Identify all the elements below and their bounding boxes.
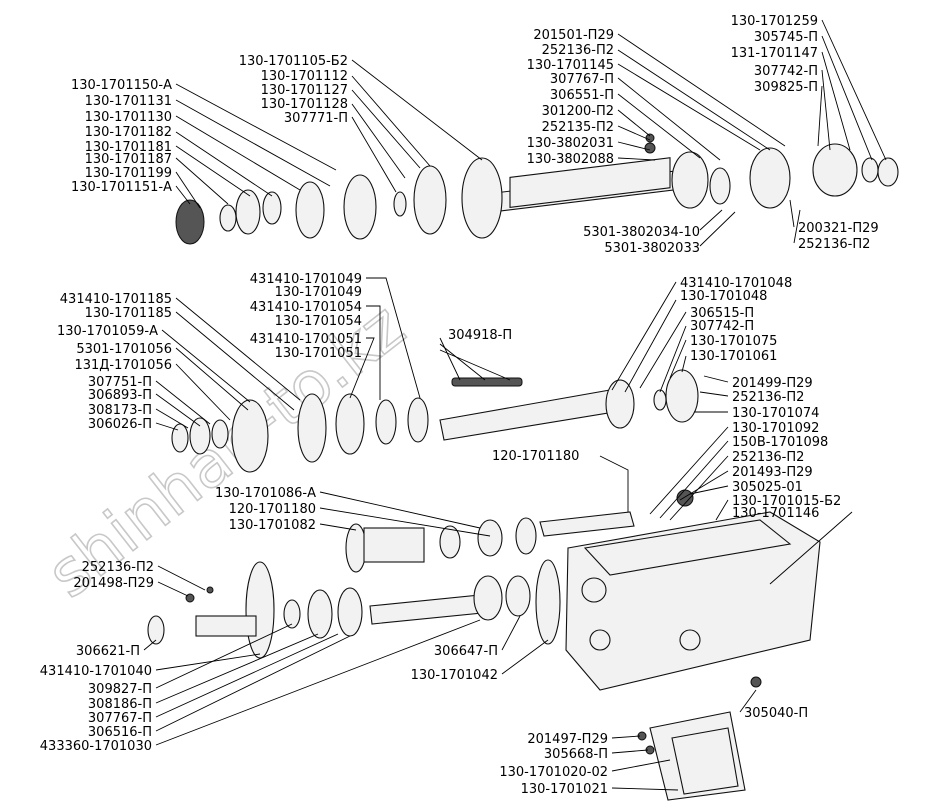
part-label: 130-1701127	[261, 83, 348, 98]
input-shaft-assembly	[147, 559, 561, 659]
part-label: 130-3802031	[527, 136, 614, 151]
part-label: 130-1701145	[527, 58, 614, 73]
part-label: 201493-П29	[732, 465, 813, 480]
part-label: 306026-П	[88, 417, 152, 432]
part-label: 131Д-1701056	[74, 358, 172, 373]
part-label: 304918-П	[448, 328, 512, 343]
part-label: 309827-П	[88, 682, 152, 697]
part-label: 201499-П29	[732, 376, 813, 391]
part-label: 130-3802088	[527, 152, 614, 167]
part-label: 130-1701020-02	[499, 765, 608, 780]
part-label: 252136-П2	[798, 237, 870, 252]
part-label: 308173-П	[88, 403, 152, 418]
part-label: 252135-П2	[542, 120, 614, 135]
part-label: 130-1701181	[85, 140, 172, 155]
part-label: 431410-1701051	[250, 332, 362, 347]
part-label: 130-1701075	[690, 334, 777, 349]
part-label: 431410-1701048	[680, 276, 792, 291]
part-label: 201498-П29	[73, 576, 154, 591]
middle-shaft-assembly	[171, 369, 699, 473]
part-label: 130-1701130	[85, 110, 172, 125]
part-label: 120-1701180	[492, 449, 579, 464]
part-label: 130-1701199	[85, 166, 172, 181]
part-label: 431410-1701049	[250, 272, 362, 287]
part-label: 306621-П	[76, 644, 140, 659]
part-label: 130-1701128	[261, 97, 348, 112]
part-label: 130-1701048	[680, 289, 767, 304]
part-label: 301200-П2	[542, 104, 614, 119]
part-label: 130-1701092	[732, 421, 819, 436]
part-label: 305668-П	[544, 747, 608, 762]
part-label: 130-1701105-Б2	[239, 54, 348, 69]
part-label: 305040-П	[744, 706, 808, 721]
part-label: 433360-1701030	[40, 739, 152, 754]
part-label: 307751-П	[88, 375, 152, 390]
part-label: 130-1701061	[690, 349, 777, 364]
part-label: 305745-П	[754, 30, 818, 45]
part-label: 201501-П29	[533, 28, 614, 43]
part-label: 307771-П	[284, 111, 348, 126]
part-label: 130-1701042	[411, 668, 498, 683]
part-label: 431410-1701040	[40, 664, 152, 679]
part-label: 306893-П	[88, 388, 152, 403]
part-label: 130-1701051	[275, 346, 362, 361]
part-label: 308186-П	[88, 697, 152, 712]
part-label: 130-1701015-Б2	[732, 494, 841, 509]
part-label: 252136-П2	[732, 450, 804, 465]
part-label: 252136-П2	[542, 43, 614, 58]
gearbox-housing	[565, 511, 821, 691]
part-label: 131-1701147	[731, 46, 818, 61]
part-label: 306516-П	[88, 725, 152, 740]
part-label: 130-1701021	[521, 782, 608, 797]
part-label: 130-1701086-А	[215, 486, 316, 501]
part-label: 130-1701074	[732, 406, 819, 421]
part-label: 305025-01	[732, 480, 803, 495]
part-label: 130-1701182	[85, 125, 172, 140]
part-label: 130-1701187	[85, 152, 172, 167]
part-label: 200321-П29	[798, 221, 879, 236]
reverse-idler-assembly	[345, 511, 635, 573]
part-label: 130-1701082	[229, 518, 316, 533]
part-label: 130-1701049	[275, 285, 362, 300]
part-label: 5301-1701056	[76, 342, 172, 357]
part-label: 130-1701185	[85, 306, 172, 321]
part-label: 150В-1701098	[732, 435, 828, 450]
part-label: 130-1701150-А	[71, 78, 172, 93]
part-label: 5301-3802033	[604, 241, 700, 256]
part-label: 306515-П	[690, 306, 754, 321]
part-label: 130-1701112	[261, 69, 348, 84]
part-label: 5301-3802034-10	[583, 225, 700, 240]
part-label: 201497-П29	[527, 732, 608, 747]
part-label: 431410-1701054	[250, 300, 362, 315]
leader-lines	[143, 19, 887, 791]
part-label: 120-1701180	[229, 502, 316, 517]
part-label: 130-1701131	[85, 94, 172, 109]
cover-assembly	[185, 489, 762, 801]
part-label: 307742-П	[754, 64, 818, 79]
part-label: 307767-П	[550, 72, 614, 87]
part-label: 130-1701054	[275, 314, 362, 329]
part-label: 306647-П	[434, 644, 498, 659]
part-label: 307742-П	[690, 319, 754, 334]
labels: 130-1701150-А 130-1701131 130-1701130 13…	[40, 14, 879, 797]
top-shaft-assembly	[175, 133, 899, 245]
part-label: 307767-П	[88, 711, 152, 726]
part-label: 130-1701146	[732, 506, 819, 521]
part-label: 252136-П2	[82, 560, 154, 575]
part-label: 130-1701259	[731, 14, 818, 29]
part-label: 130-1701151-А	[71, 180, 172, 195]
part-label: 130-1701059-А	[57, 324, 158, 339]
part-label: 309825-П	[754, 80, 818, 95]
part-label: 252136-П2	[732, 390, 804, 405]
part-label: 431410-1701185	[60, 292, 172, 307]
part-label: 306551-П	[550, 88, 614, 103]
